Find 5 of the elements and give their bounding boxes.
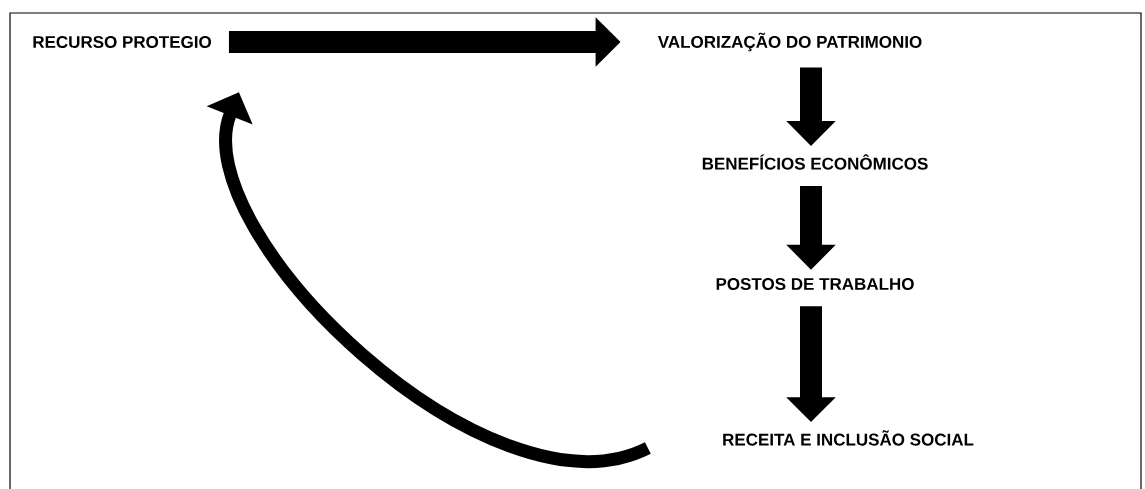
node-label: POSTOS DE TRABALHO	[716, 277, 914, 290]
node-label: BENEFÍCIOS ECONÔMICOS	[702, 154, 928, 170]
node-label: RECURSO PROTEGIO	[33, 36, 211, 48]
node-label: VALORIZAÇÃO DO PATRIMONIO	[657, 32, 922, 52]
node-label: RECEITA E INCLUSÃO SOCIAL	[723, 430, 974, 446]
